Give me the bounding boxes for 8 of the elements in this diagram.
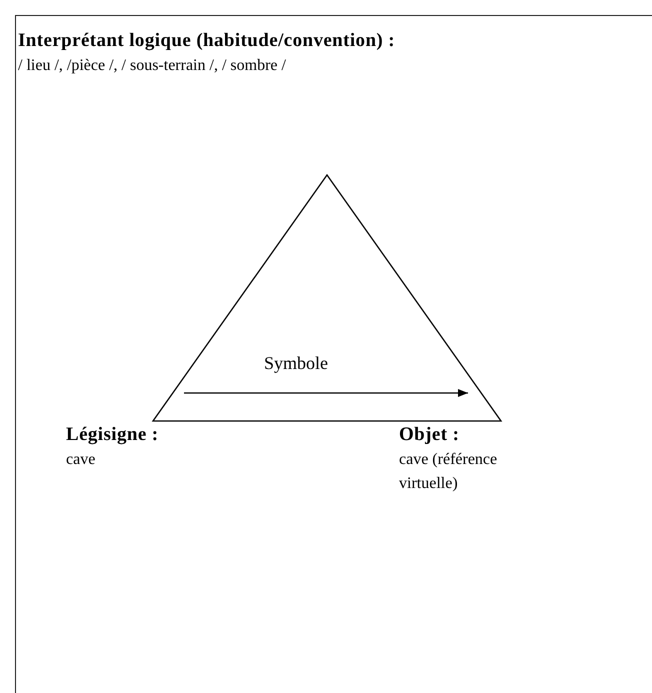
node-text: cave (référence virtuelle) — [399, 450, 498, 494]
node-text: / lieu /, /pièce /, / sous-terrain /, / sombre / — [18, 56, 287, 76]
node-heading: Interprétant logique (habitude/convention) : — [18, 30, 396, 52]
arrow-label: Symbole — [264, 353, 328, 374]
node-heading: Objet : — [399, 424, 460, 446]
frame-border — [15, 15, 652, 693]
node-text: cave — [66, 450, 96, 470]
node-heading: Légisigne : — [66, 424, 160, 446]
